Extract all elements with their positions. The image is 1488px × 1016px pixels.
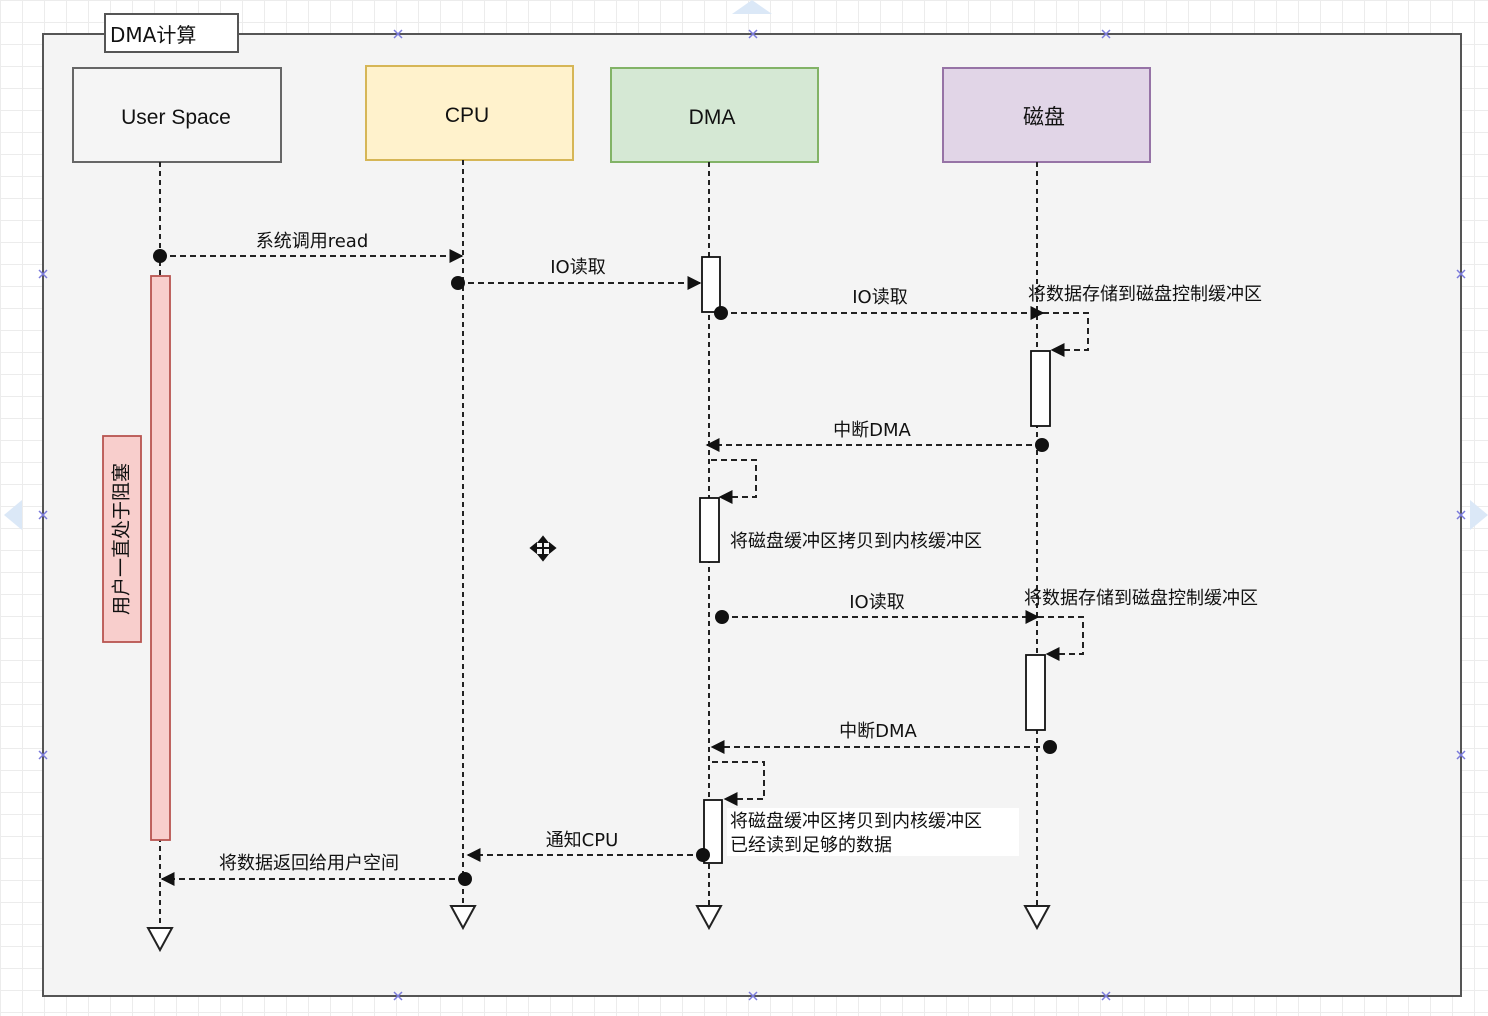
dma-activation-2[interactable] bbox=[699, 497, 720, 563]
message-notify-cpu-label: 通知CPU bbox=[546, 830, 619, 851]
dma-activation-3[interactable] bbox=[703, 799, 723, 864]
message-dma-io-read-1-start bbox=[714, 306, 728, 320]
message-dma-copy-2-arrow[interactable] bbox=[712, 761, 765, 806]
participant-disk-label: 磁盘 bbox=[1023, 106, 1065, 129]
participant-disk[interactable] bbox=[942, 67, 1151, 163]
expand-left-icon[interactable] bbox=[4, 500, 22, 530]
frame-title: DMA计算 bbox=[110, 23, 196, 47]
message-dma-copy-2-label: 将磁盘缓冲区拷贝到内核缓冲区 bbox=[730, 811, 982, 832]
dma-activation-1[interactable] bbox=[701, 256, 721, 313]
message-syscall-read-start bbox=[153, 249, 167, 263]
blocking-note-label: 用户一直处于阻塞 bbox=[111, 463, 133, 615]
message-dma-io-read-1-label: IO读取 bbox=[852, 287, 907, 308]
message-interrupt-dma-1-label: 中断DMA bbox=[833, 420, 911, 441]
canvas-expand-handles[interactable] bbox=[4, 0, 1488, 530]
participant-cpu-label: CPU bbox=[445, 104, 489, 127]
participant-dma[interactable] bbox=[610, 67, 819, 163]
message-notify-cpu-start bbox=[696, 848, 710, 862]
frame-title-tab[interactable] bbox=[104, 13, 239, 53]
message-dma-copy-2-label-bg bbox=[727, 808, 1019, 856]
message-disk-store-1-label: 将数据存储到磁盘控制缓冲区 bbox=[1028, 284, 1262, 305]
message-interrupt-dma-2-start bbox=[1043, 740, 1057, 754]
message-dma-enough-data-label: 已经读到足够的数据 bbox=[730, 835, 892, 856]
message-syscall-read-label: 系统调用read bbox=[256, 231, 369, 252]
expand-right-icon[interactable] bbox=[1470, 500, 1488, 530]
lifeline-end-disk bbox=[1023, 905, 1051, 931]
message-interrupt-dma-1-start bbox=[1035, 438, 1049, 452]
participant-dma-label: DMA bbox=[689, 106, 736, 129]
message-dma-copy-1-label: 将磁盘缓冲区拷贝到内核缓冲区 bbox=[730, 531, 982, 552]
message-dma-io-read-2-start bbox=[715, 610, 729, 624]
message-dma-io-read-2-label: IO读取 bbox=[849, 592, 904, 613]
move-cursor-icon bbox=[529, 535, 557, 562]
participant-cpu[interactable] bbox=[365, 65, 574, 161]
message-return-user-label: 将数据返回给用户空间 bbox=[219, 853, 399, 874]
message-disk-store-2-label: 将数据存储到磁盘控制缓冲区 bbox=[1024, 588, 1258, 609]
message-return-user-start bbox=[458, 872, 472, 886]
blocking-note-box[interactable] bbox=[102, 435, 142, 643]
expand-up-icon[interactable] bbox=[732, 0, 772, 14]
message-interrupt-dma-2-label: 中断DMA bbox=[839, 721, 917, 742]
lifeline-end-user-space bbox=[146, 927, 174, 953]
message-disk-store-2-arrow[interactable] bbox=[1038, 616, 1084, 661]
lifeline-end-cpu bbox=[449, 905, 477, 931]
user-blocking-activation[interactable] bbox=[150, 275, 171, 841]
participant-user-space-label: User Space bbox=[121, 106, 231, 129]
disk-activation-2[interactable] bbox=[1025, 654, 1046, 731]
message-cpu-io-read-start bbox=[451, 276, 465, 290]
lifeline-end-dma bbox=[695, 905, 723, 931]
message-dma-copy-1-arrow[interactable] bbox=[711, 459, 757, 504]
message-disk-store-1-arrow[interactable] bbox=[1043, 312, 1089, 357]
message-cpu-io-read-label: IO读取 bbox=[550, 257, 605, 278]
selection-markers bbox=[38, 29, 1466, 1001]
disk-activation-1[interactable] bbox=[1030, 350, 1051, 427]
participant-user-space[interactable] bbox=[72, 67, 282, 163]
